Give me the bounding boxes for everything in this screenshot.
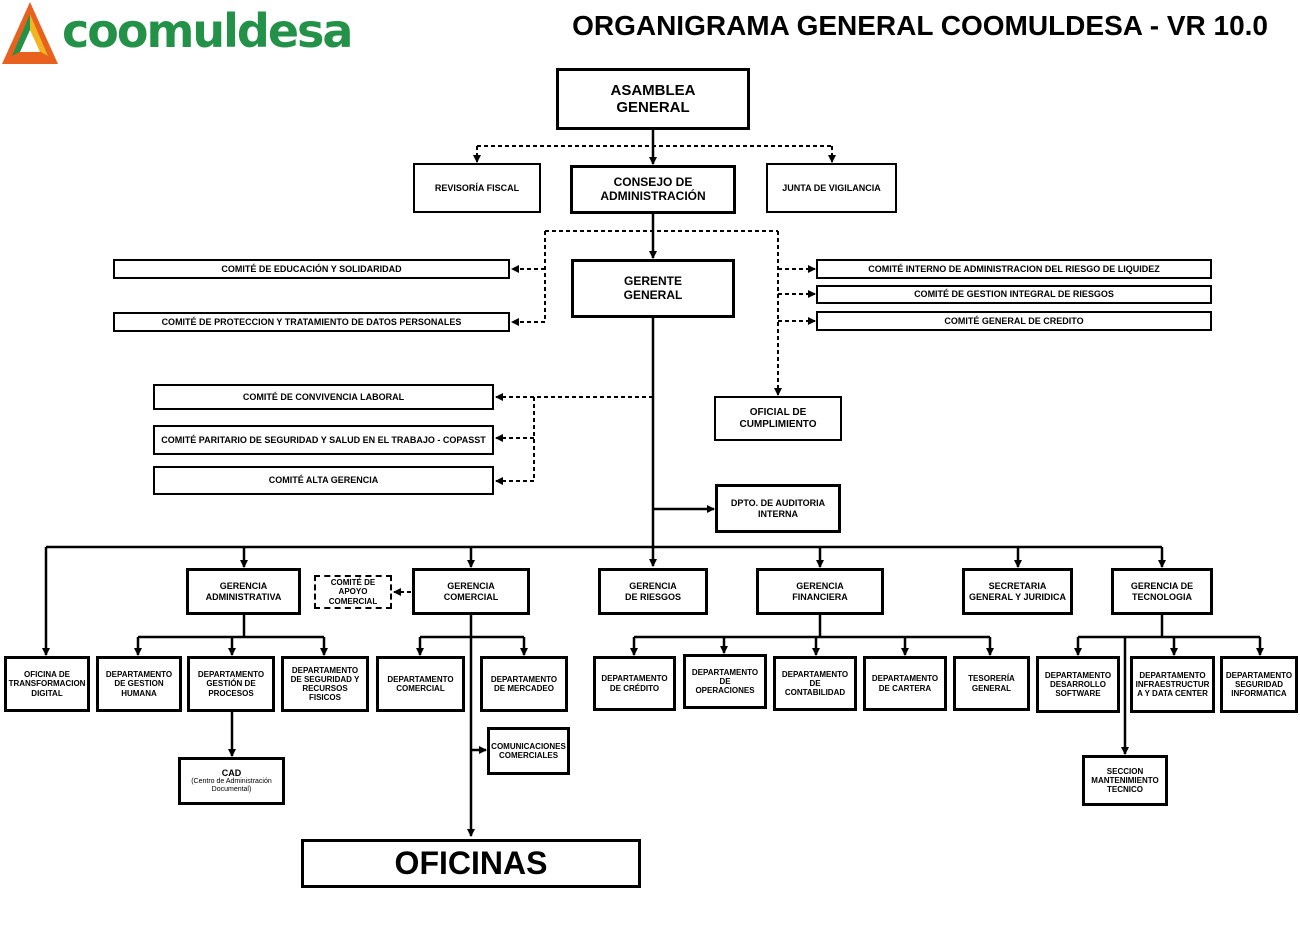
gerencia-comercial-box: GERENCIA COMERCIAL (412, 568, 530, 615)
comite-educacion-box: COMITÉ DE EDUCACIÓN Y SOLIDARIDAD (113, 259, 510, 279)
oficina-transformacion-box: OFICINA DE TRANSFORMACION DIGITAL (4, 656, 90, 712)
oficial-cumplimiento-box: OFICIAL DE CUMPLIMIENTO (714, 396, 842, 441)
gerencia-tecnologia-box: GERENCIA DE TECNOLOGIA (1111, 568, 1213, 615)
consejo-administracion-box: CONSEJO DE ADMINISTRACIÓN (570, 165, 736, 214)
comite-gestion-riesgos-box: COMITÉ DE GESTION INTEGRAL DE RIESGOS (816, 285, 1212, 304)
departamento-infraestructura-box: DEPARTAMENTO INFRAESTRUCTUR A Y DATA CEN… (1130, 656, 1215, 713)
logo-mountain-icon (2, 2, 58, 64)
departamento-seguridad-box: DEPARTAMENTO DE SEGURIDAD Y RECURSOS FIS… (281, 656, 369, 712)
junta-vigilancia-box: JUNTA DE VIGILANCIA (766, 163, 897, 213)
gerente-general-box: GERENTE GENERAL (571, 259, 735, 318)
departamento-operaciones-box: DEPARTAMENTO DE OPERACIONES (683, 654, 767, 709)
departamento-desarrollo-software-box: DEPARTAMENTO DESARROLLO SOFTWARE (1036, 656, 1120, 713)
tesoreria-general-box: TESORERÍA GENERAL (953, 656, 1030, 711)
page-title: ORGANIGRAMA GENERAL COOMULDESA - VR 10.0 (572, 10, 1268, 41)
asamblea-general-box: ASAMBLEA GENERAL (556, 68, 750, 130)
comite-alta-gerencia-box: COMITÉ ALTA GERENCIA (153, 466, 494, 495)
departamento-gestion-humana-box: DEPARTAMENTO DE GESTION HUMANA (96, 656, 182, 712)
seccion-mantenimiento-box: SECCION MANTENIMIENTO TECNICO (1082, 755, 1168, 806)
cad-box: CAD (Centro de Administración Documental… (178, 757, 285, 805)
comite-credito-box: COMITÉ GENERAL DE CREDITO (816, 311, 1212, 331)
departamento-contabilidad-box: DEPARTAMENTO DE CONTABILIDAD (773, 656, 857, 711)
brand-name: coomuldesa (62, 4, 353, 58)
gerencia-financiera-box: GERENCIA FINANCIERA (756, 568, 884, 615)
departamento-credito-box: DEPARTAMENTO DE CRÉDITO (593, 656, 676, 711)
cad-subtitle: (Centro de Administración Documental) (191, 778, 272, 794)
cad-title: CAD (221, 767, 242, 778)
revisoria-fiscal-box: REVISORÍA FISCAL (413, 163, 541, 213)
coomuldesa-logo: coomuldesa (0, 0, 353, 68)
departamento-comercial-box: DEPARTAMENTO COMERCIAL (376, 656, 465, 712)
comite-convivencia-box: COMITÉ DE CONVIVENCIA LABORAL (153, 384, 494, 410)
auditoria-interna-box: DPTO. DE AUDITORIA INTERNA (715, 484, 841, 533)
secretaria-general-box: SECRETARIA GENERAL Y JURIDICA (962, 568, 1073, 615)
departamento-mercadeo-box: DEPARTAMENTO DE MERCADEO (480, 656, 568, 712)
oficinas-box: OFICINAS (301, 839, 641, 888)
comite-proteccion-datos-box: COMITÉ DE PROTECCION Y TRATAMIENTO DE DA… (113, 312, 510, 332)
copasst-box: COMITÉ PARITARIO DE SEGURIDAD Y SALUD EN… (153, 425, 494, 455)
gerencia-administrativa-box: GERENCIA ADMINISTRATIVA (186, 568, 301, 615)
comite-apoyo-comercial-box: COMITÉ DE APOYO COMERCIAL (314, 575, 392, 609)
comite-liquidez-box: COMITÉ INTERNO DE ADMINISTRACION DEL RIE… (816, 259, 1212, 279)
departamento-cartera-box: DEPARTAMENTO DE CARTERA (863, 656, 947, 711)
departamento-seguridad-informatica-box: DEPARTAMENTO SEGURIDAD INFORMATICA (1220, 656, 1298, 713)
comunicaciones-comerciales-box: COMUNICACIONES COMERCIALES (487, 727, 570, 775)
gerencia-riesgos-box: GERENCIA DE RIESGOS (598, 568, 708, 615)
departamento-gestion-procesos-box: DEPARTAMENTO GESTIÓN DE PROCESOS (187, 656, 275, 712)
